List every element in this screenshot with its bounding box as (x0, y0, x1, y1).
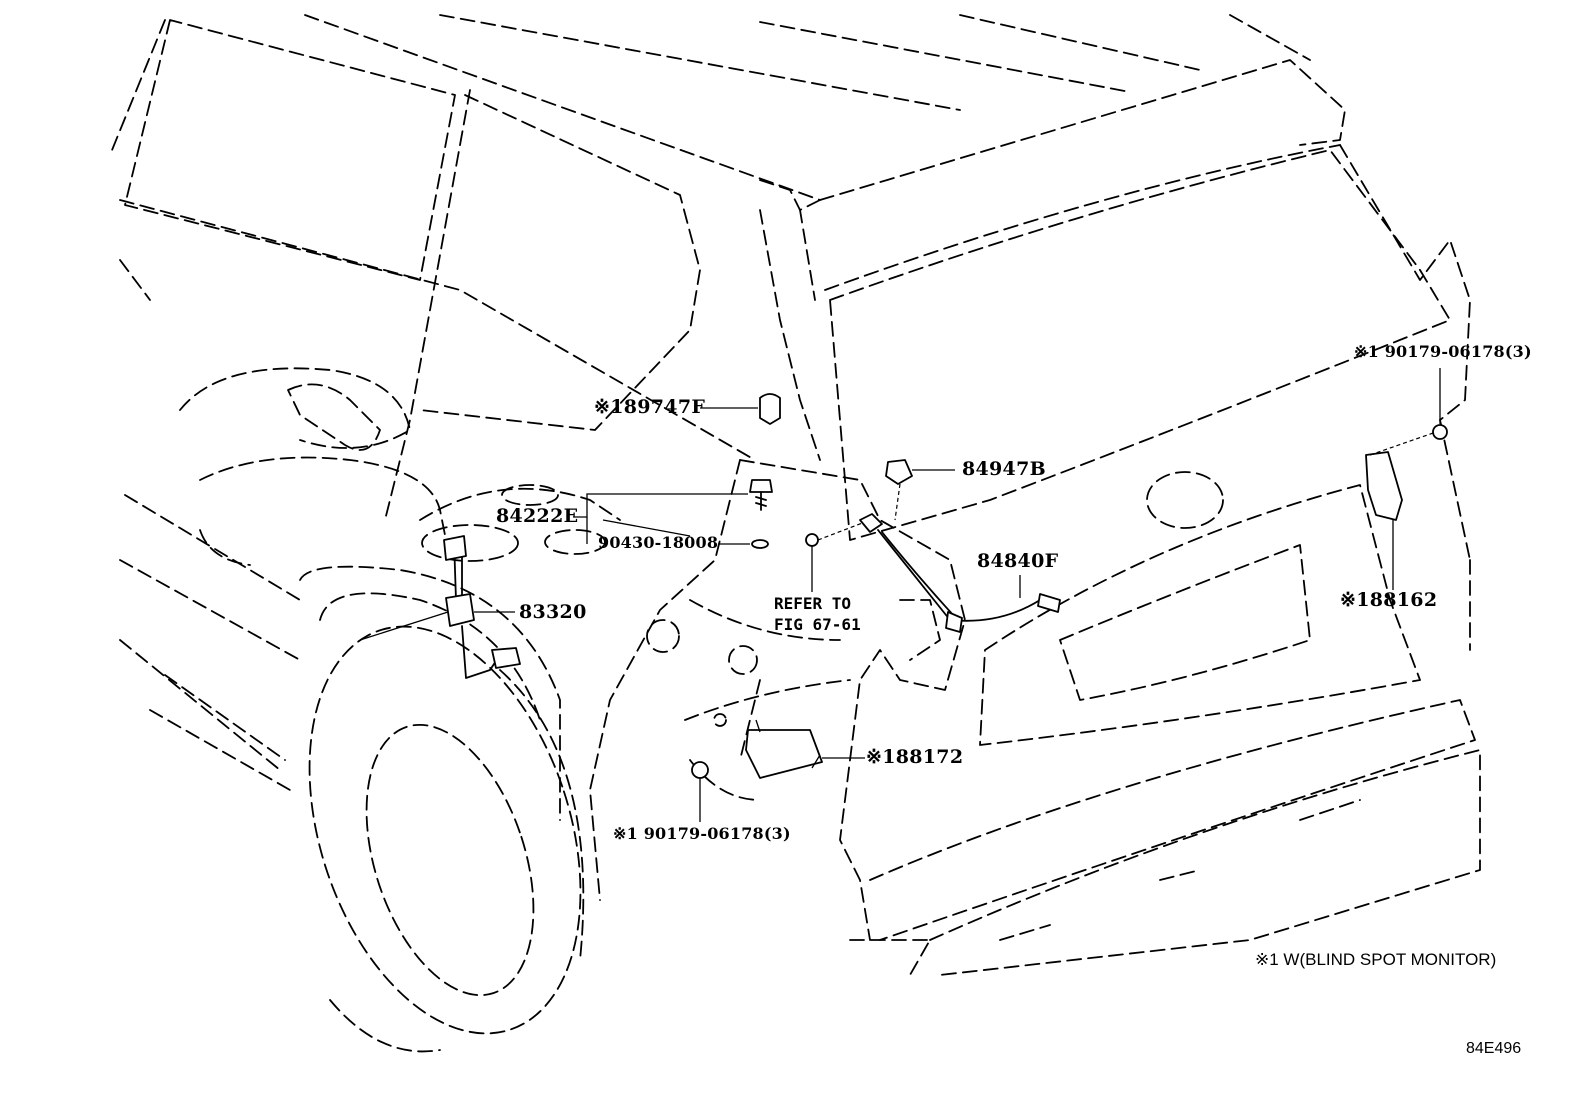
part-90179-bottom-label: ※1 90179-06178(3) (613, 824, 791, 843)
part-90430-label: 90430-18008 (598, 533, 719, 552)
connector-84840f-a (859, 513, 883, 533)
part-84947b-label: 84947B (962, 458, 1046, 480)
bolt-84222e (749, 479, 773, 493)
side-window-front (124, 19, 456, 281)
part-84222e-label: 84222E (496, 505, 579, 527)
sensor-88162 (1365, 451, 1403, 521)
part-84840f-label: 84840F (977, 550, 1059, 572)
quarter-panel (739, 459, 966, 941)
refer-to-line1: REFER TO (774, 594, 852, 613)
clip-89747f (759, 393, 781, 425)
sensor-connector-83320 (443, 535, 467, 561)
tire-inner (365, 723, 535, 997)
side-window-rear (419, 94, 701, 431)
washer-90430 (751, 539, 769, 549)
part-88172-label: ※188172 (866, 746, 964, 768)
emblem (1146, 471, 1224, 529)
rear-glass (829, 149, 1451, 541)
door-handle (287, 383, 381, 451)
spoiler-outline (819, 59, 1346, 201)
roof-line (304, 14, 821, 201)
wheel-arch (299, 565, 561, 821)
part-88162-label: ※188162 (1340, 589, 1438, 611)
bumper-top (869, 699, 1476, 941)
diagram-code: 84E496 (1466, 1040, 1522, 1057)
refer-to-line2: FIG 67-61 (774, 615, 861, 634)
part-90179-right-label: ※1 90179-06178(3) (1354, 342, 1532, 361)
ecu-88172 (745, 729, 823, 779)
part-83320-label: 83320 (519, 601, 587, 623)
footnote: ※1 W(BLIND SPOT MONITOR) (1255, 950, 1497, 969)
tire-outer (308, 625, 582, 1035)
part-89747f-label: ※189747F (594, 396, 706, 418)
license-plate-recess (979, 484, 1421, 746)
fuel-cap-ring (421, 524, 519, 562)
connector-84840f-b (1037, 593, 1061, 613)
sensor-83320 (445, 593, 475, 627)
nut-90179-bottom (691, 761, 709, 779)
grommet-84947b (885, 459, 913, 485)
nut-90179-right (1432, 424, 1448, 440)
